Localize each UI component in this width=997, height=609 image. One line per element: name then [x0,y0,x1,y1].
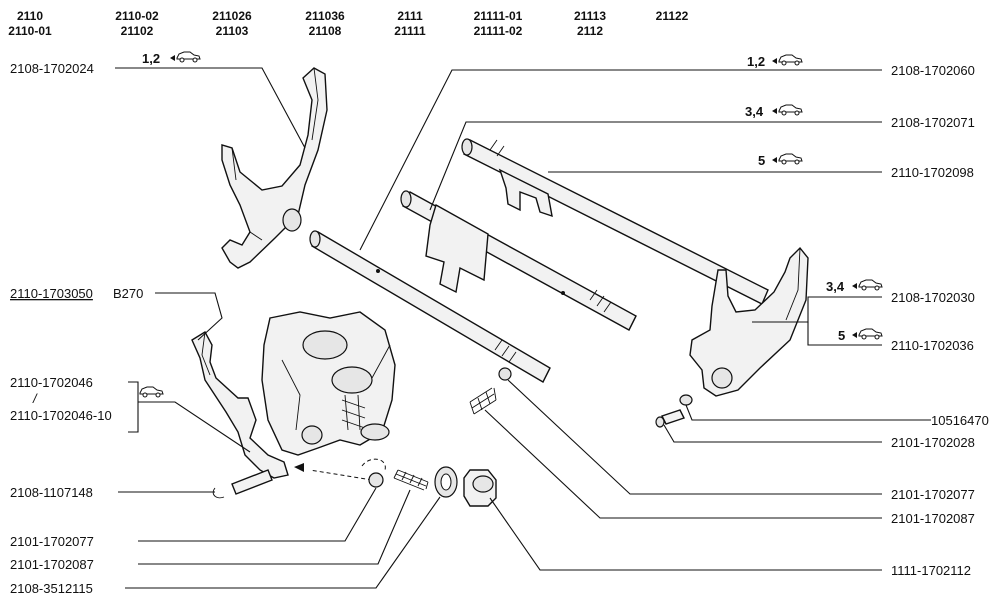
gear-indicator-rod-5: 5 [758,153,803,168]
gear-indicator-fork-1-2: 1,2 [142,51,201,66]
shift-fork-3-4-drawing [689,246,809,397]
model-code: 21113 [574,9,606,23]
part-label-housing-code: B270 [113,286,143,301]
model-code: 211036 [305,9,345,23]
model-code: 21102 [121,24,154,38]
part-label-bolt: 2101-1702028 [891,435,975,450]
arrow-left-icon [772,157,777,163]
car-icon [778,153,803,165]
leader-lines [115,67,931,589]
model-code: 211026 [212,9,252,23]
part-label-rod-5: 2110-1702098 [891,165,974,180]
model-code-header: 2110 2110-01 2110-02 21102 211026 21103 … [8,9,688,38]
gear-indicator-fork-5: 5 [838,328,883,343]
part-label-pin: 2108-1107148 [10,485,93,500]
model-code: 2110-01 [8,24,52,38]
left-detent-parts [361,458,497,507]
arrow-left-icon [852,283,857,289]
arrow-left-icon [772,58,777,64]
arrow-left-icon [852,332,857,338]
gear-indicator-lever [139,386,164,398]
car-icon [858,279,883,291]
model-code: 2110-02 [115,9,159,23]
part-labels-right: 2108-1702060 2108-1702071 2110-1702098 2… [891,63,989,578]
model-code: 21111 [394,24,426,38]
selector-housing-drawing [261,311,396,456]
car-icon [778,54,803,66]
gear-number: 1,2 [747,54,765,69]
car-icon [858,328,883,340]
car-icon [139,386,164,398]
part-label-plug: 1111-1702112 [891,563,971,578]
arrow-left-icon [772,108,777,114]
car-icon [778,104,803,116]
part-label-fork-3-4: 2108-1702030 [891,290,975,305]
gear-indicator-fork-3-4: 3,4 [826,279,883,294]
part-label-rod-3-4: 2108-1702071 [891,115,975,130]
gear-number: 3,4 [745,104,764,119]
part-labels-left: 2108-1702024 2110-1703050 B270 2110-1702… [10,61,143,596]
part-label-left-spring: 2101-1702087 [10,557,94,572]
part-label-left-ball: 2101-1702077 [10,534,94,549]
part-label-housing: 2110-1703050 [10,286,93,301]
shift-fork-1-2-drawing [221,67,328,269]
pin-drawing [212,469,273,499]
part-label-washer: 2108-3512115 [10,581,93,596]
part-label-lever-b: 2110-1702046-10 [10,408,112,423]
model-code: 21108 [309,24,342,38]
part-label-rod-1-2: 2108-1702060 [891,63,975,78]
model-code: 21111-01 [474,9,523,23]
model-code: 21122 [656,9,689,23]
shift-lever-drawing [191,331,289,479]
part-label-right-spring: 2101-1702087 [891,511,975,526]
part-label-lock-washer: 10516470 [931,413,989,428]
shift-rods-drawing [309,138,769,383]
arrow-left-icon [170,55,175,61]
part-label-lever-a: 2110-1702046 [10,375,93,390]
assembly-dashed-arrow [309,469,373,481]
gear-number: 5 [758,153,765,168]
car-icon [176,51,201,63]
part-label-right-ball: 2101-1702077 [891,487,975,502]
part-label-fork-1-2: 2108-1702024 [10,61,94,76]
model-code: 21111-02 [474,24,523,38]
model-code: 2110 [17,9,43,23]
part-label-fork-5: 2110-1702036 [891,338,974,353]
gear-number: 3,4 [826,279,845,294]
gear-indicator-rod-3-4: 3,4 [745,104,803,119]
part-label-lever-separator: / [32,391,38,406]
gear-indicator-rod-1-2: 1,2 [747,54,803,69]
model-code: 2111 [397,9,423,23]
gear-number: 1,2 [142,51,160,66]
model-code: 2112 [577,24,603,38]
gear-number: 5 [838,328,845,343]
assembly-arrow-head [294,463,304,472]
model-code: 21103 [216,24,249,38]
right-small-parts [469,367,693,428]
